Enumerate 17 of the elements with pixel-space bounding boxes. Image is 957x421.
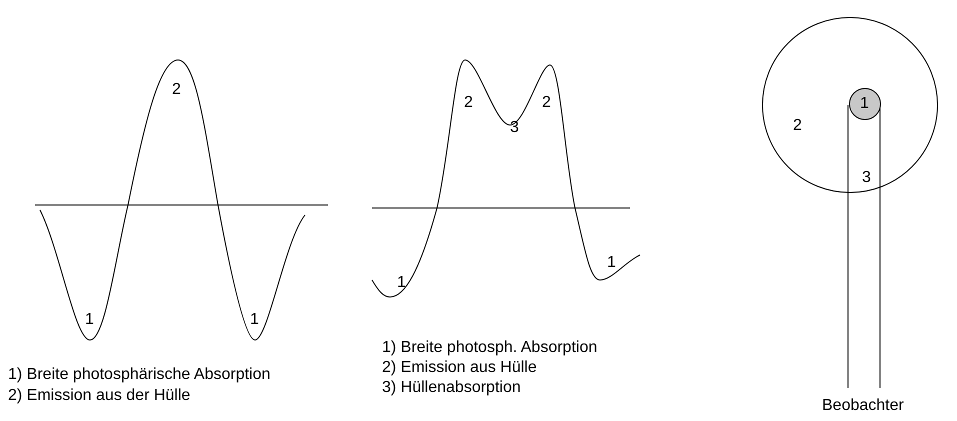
region-number: 1	[397, 275, 406, 291]
note-text: 3) Hüllenabsorption	[382, 380, 521, 396]
region-number: 2	[542, 95, 551, 111]
region-number: 3	[510, 120, 519, 136]
region-number: 1	[860, 96, 869, 112]
region-number: 1	[250, 312, 259, 328]
region-number: 2	[464, 95, 473, 111]
region-number: 2	[793, 118, 802, 134]
note-text: 2) Emission aus Hülle	[382, 360, 537, 376]
note-text: 1) Breite photosphärische Absorption	[8, 367, 270, 383]
note-text: 1) Breite photosph. Absorption	[382, 340, 598, 356]
region-number: 2	[172, 82, 181, 98]
note-text: Beobachter	[822, 398, 904, 414]
region-number: 1	[607, 255, 616, 271]
note-text: 2) Emission aus der Hülle	[8, 388, 190, 404]
region-number: 1	[85, 312, 94, 328]
region-number: 3	[862, 170, 871, 186]
